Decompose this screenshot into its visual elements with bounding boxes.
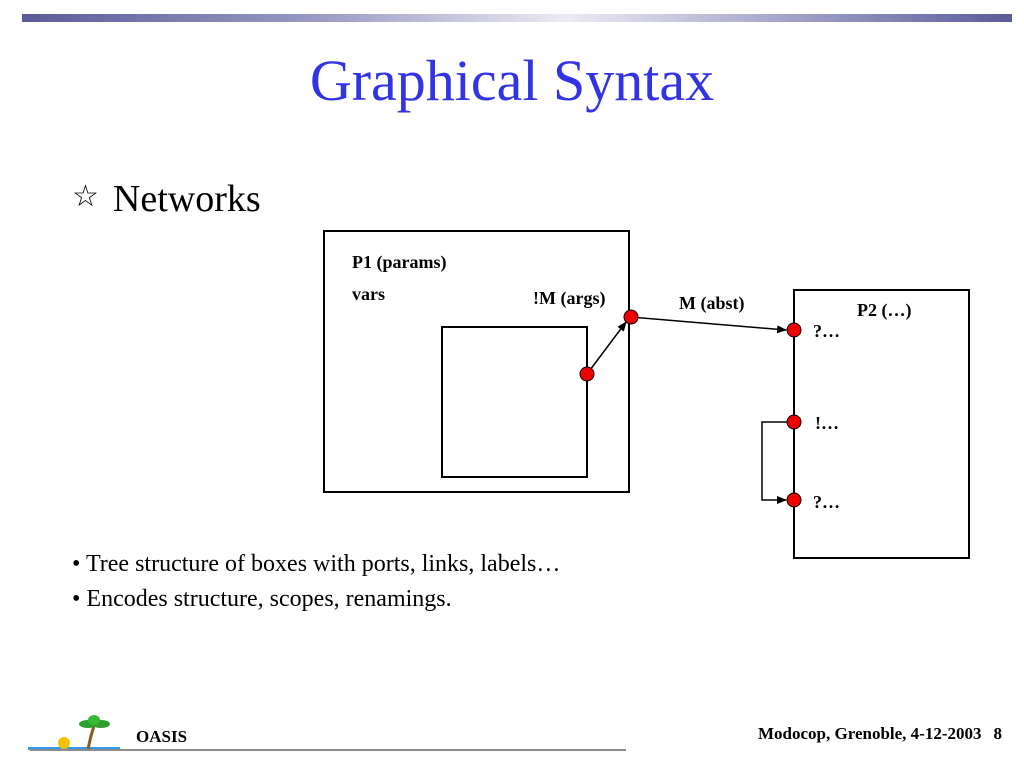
bullet-heading-text: Networks	[112, 178, 261, 220]
link-p2-internal	[761, 421, 794, 504]
page-number: 8	[993, 724, 1003, 743]
link-inner-to-p1-port	[586, 321, 627, 375]
port-p2-output	[786, 414, 802, 430]
port-p1-output	[623, 309, 639, 325]
footer-org: OASIS	[136, 727, 188, 746]
bullet-heading: ☆ Networks	[72, 180, 261, 218]
label-p1: P1 (params)	[352, 252, 446, 273]
label-p1-vars: vars	[352, 284, 385, 304]
port-p2-input-1	[786, 322, 802, 338]
footer-divider	[30, 749, 626, 751]
body-line-2: • Encodes structure, scopes, renamings.	[72, 586, 452, 612]
slide-title: Graphical Syntax	[309, 48, 715, 113]
port-inner-box	[579, 366, 595, 382]
label-p2: P2 (…)	[857, 300, 911, 321]
star-outline-icon: ☆	[72, 180, 99, 213]
footer-info: Modocop, Grenoble, 4-12-2003 8	[746, 724, 1002, 744]
label-p2-port-1: ?…	[813, 321, 840, 341]
label-p2-port-3: ?…	[813, 492, 840, 512]
port-p2-input-2	[786, 492, 802, 508]
link-p1-to-p2	[630, 316, 787, 334]
label-link: M (abst)	[679, 293, 745, 314]
label-p2-port-2: !…	[815, 413, 839, 433]
label-port-output: !M (args)	[533, 288, 605, 309]
top-decorative-bar	[22, 14, 1012, 22]
oasis-logo-icon	[28, 715, 120, 751]
box-p1	[323, 230, 630, 493]
body-text: • Tree structure of boxes with ports, li…	[72, 547, 592, 617]
box-p1-inner	[441, 326, 588, 478]
footer-event: Modocop, Grenoble, 4-12-2003	[757, 724, 982, 743]
body-line-1: • Tree structure of boxes with ports, li…	[72, 551, 561, 577]
